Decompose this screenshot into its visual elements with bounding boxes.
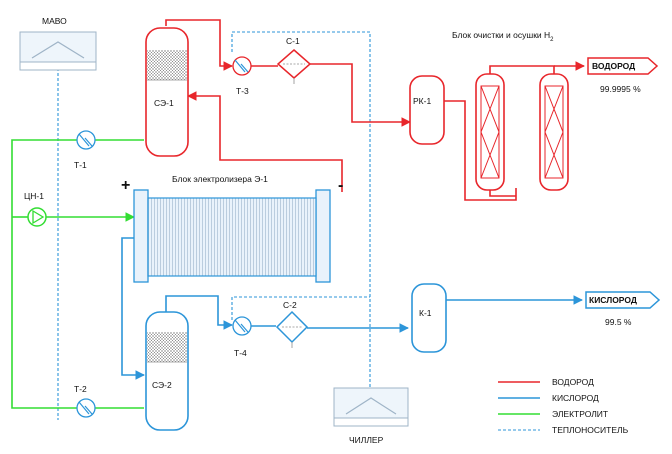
legend-label-hydrogen: ВОДОРОД: [552, 377, 594, 387]
filter-c2[interactable]: С-2: [251, 300, 309, 348]
mavo-label: МАВО: [42, 16, 67, 26]
minus-terminal: -: [338, 177, 343, 194]
adsorber-left[interactable]: [475, 73, 505, 191]
pump-cn1[interactable]: ЦН-1: [24, 191, 47, 227]
chiller-label: ЧИЛЛЕР: [349, 435, 384, 445]
separator-se2[interactable]: СЭ-2: [145, 311, 189, 431]
heat-exchanger-icon: [234, 59, 249, 73]
c2-label: С-2: [283, 300, 297, 310]
purification-subscript: 2: [550, 37, 554, 43]
hydrogen-lines: [165, 19, 585, 201]
purification-block-title: Блок очистки и осушки H2: [452, 30, 554, 43]
legend-label-oxygen: КИСЛОРОД: [552, 393, 599, 403]
oxygen-purity: 99.5 %: [605, 317, 632, 327]
rk1-label: РК-1: [413, 96, 431, 106]
legend-label-coolant: ТЕПЛОНОСИТЕЛЬ: [552, 425, 629, 435]
filter-c1[interactable]: С-1: [251, 36, 312, 84]
oxygen-output-label: КИСЛОРОД: [589, 295, 637, 305]
oxygen-lines: [121, 237, 583, 380]
heat-exchanger-t2[interactable]: Т-2: [74, 384, 96, 418]
hydrogen-output-tag[interactable]: ВОДОРОД: [587, 57, 659, 75]
svg-text:Блок очистки и осушки H2: Блок очистки и осушки H2: [452, 30, 554, 43]
electrolyzer-stack[interactable]: Блок электролизера Э-1 + -: [121, 174, 343, 283]
mavo-unit[interactable]: МАВО: [19, 16, 97, 71]
se1-label: СЭ-1: [154, 98, 174, 108]
chiller-unit[interactable]: ЧИЛЛЕР: [333, 387, 409, 445]
legend: ВОДОРОД КИСЛОРОД ЭЛЕКТРОЛИТ ТЕПЛОНОСИТЕЛ…: [498, 377, 629, 435]
t4-label: Т-4: [234, 348, 247, 358]
collector-k1[interactable]: К-1: [411, 283, 447, 353]
se2-label: СЭ-2: [152, 380, 172, 390]
filter-icon: [275, 310, 309, 344]
c1-label: С-1: [286, 36, 300, 46]
air-cooler-icon: [31, 41, 85, 59]
t1-label: Т-1: [74, 160, 87, 170]
air-cooler-icon: [345, 397, 397, 415]
t3-label: Т-3: [236, 86, 249, 96]
t2-label: Т-2: [74, 384, 87, 394]
hydrogen-output-label: ВОДОРОД: [592, 61, 635, 71]
pump-icon: [32, 209, 45, 225]
hydrogen-purity: 99.9995 %: [600, 84, 641, 94]
receiver-rk1[interactable]: РК-1: [409, 75, 445, 145]
heat-exchanger-icon: [234, 319, 249, 333]
cn1-label: ЦН-1: [24, 191, 44, 201]
plus-terminal: +: [121, 177, 130, 194]
k1-label: К-1: [419, 308, 432, 318]
adsorber-right[interactable]: [539, 73, 569, 191]
legend-label-electrolyte: ЭЛЕКТРОЛИТ: [552, 409, 608, 419]
heat-exchanger-t4[interactable]: Т-4: [232, 316, 252, 358]
heat-exchanger-t1[interactable]: Т-1: [74, 130, 96, 170]
separator-se1[interactable]: СЭ-1: [145, 27, 189, 157]
electrolyzer-label: Блок электролизера Э-1: [172, 174, 268, 184]
heat-exchanger-icon: [78, 401, 93, 415]
heat-exchanger-icon: [78, 133, 93, 147]
coolant-lines: [57, 31, 371, 420]
purification-label: Блок очистки и осушки H: [452, 30, 550, 40]
oxygen-output-tag[interactable]: КИСЛОРОД: [585, 291, 661, 309]
heat-exchanger-t3[interactable]: Т-3: [232, 56, 252, 96]
